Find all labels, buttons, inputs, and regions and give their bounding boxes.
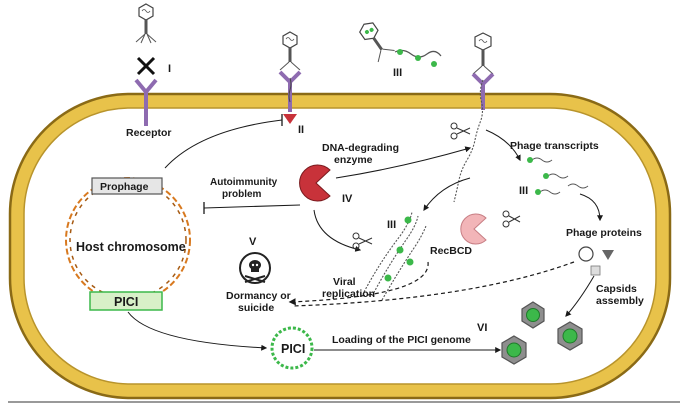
- dormancy-label-2: suicide: [238, 302, 274, 314]
- numeral-iii-right: III: [519, 185, 528, 197]
- protein-triangle-icon: [602, 250, 614, 260]
- arrow-to-replication: [313, 209, 362, 252]
- host-chromosome-label: Host chromosome: [76, 240, 186, 254]
- inhibit-arrow-ii: [164, 119, 283, 169]
- replicating-dna-icon: [363, 211, 427, 301]
- cell-envelope: [8, 92, 672, 400]
- phage-dna-fragment-icon: [394, 49, 442, 67]
- dashed-arrow-proteins-dormancy: [291, 261, 575, 307]
- dashed-arrow-replication-dormancy: [288, 261, 429, 306]
- capsid-icon-3: [557, 321, 583, 351]
- numeral-iv: IV: [342, 193, 353, 205]
- dna-degrading-label-2: enzyme: [334, 154, 373, 166]
- phage-icon-injecting: [472, 32, 494, 75]
- capsid-icon-1: [501, 335, 527, 365]
- dormancy-label-1: Dormancy or: [226, 290, 291, 302]
- capsids-label-1: Capsids: [596, 283, 637, 295]
- autoimmunity-label-1: Autoimmunity: [210, 177, 278, 188]
- skull-icon: [239, 252, 271, 284]
- arrow-transcription: [485, 129, 521, 162]
- phage-proteins-label: Phage proteins: [566, 227, 642, 239]
- protein-circle-icon: [578, 246, 594, 262]
- receptor-icon-iii: [471, 72, 495, 110]
- phage-icon-i: [135, 3, 157, 44]
- viral-replication-label-2: replication: [322, 288, 375, 300]
- prophage-label: Prophage: [100, 181, 149, 193]
- numeral-ii: II: [298, 124, 304, 136]
- scissors-icon-top: [450, 122, 471, 140]
- arrow-assembly: [565, 275, 595, 317]
- viral-replication-label-1: Viral: [333, 276, 356, 288]
- autoimmunity-label-2: problem: [222, 189, 262, 200]
- phage-dna-ii: [288, 77, 292, 103]
- pici-box: [89, 291, 163, 311]
- arrow-translation: [579, 193, 603, 222]
- numeral-iii-mid: III: [387, 219, 396, 231]
- phage-icon-iii-top: [359, 22, 395, 63]
- scissors-icon-left: [352, 232, 373, 250]
- protein-square-icon: [590, 265, 601, 276]
- receptor-icon-ii: [278, 70, 302, 112]
- arrow-pici-excision: [127, 311, 268, 351]
- receptor-label: Receptor: [126, 127, 172, 139]
- numeral-v: V: [249, 236, 257, 248]
- scissors-icon-recbcd: [502, 210, 521, 228]
- numeral-i: I: [168, 63, 171, 75]
- dna-degrading-label-1: DNA-degrading: [322, 142, 399, 154]
- numeral-iii-top: III: [393, 67, 402, 79]
- arrow-to-recbcd: [423, 177, 471, 211]
- recbcd-label: RecBCD: [430, 245, 472, 257]
- numeral-vi: VI: [477, 322, 487, 334]
- transcripts-icon: [527, 157, 589, 195]
- loading-label: Loading of the PICI genome: [332, 334, 471, 346]
- phage-icon-ii: [279, 31, 301, 71]
- receptor-icon: [134, 78, 158, 126]
- dna-degrading-enzyme-icon: [299, 164, 331, 202]
- injected-dna: [453, 79, 484, 203]
- pici-circle-icon: [270, 326, 314, 370]
- prophage-box: [91, 177, 163, 195]
- phage-transcripts-label: Phage transcripts: [510, 140, 599, 152]
- block-x-icon: [136, 56, 156, 76]
- pici-box-label: PICI: [114, 295, 138, 309]
- recbcd-icon: [460, 213, 487, 245]
- block-triangle-icon: [283, 114, 297, 124]
- capsid-icon-2: [521, 301, 545, 329]
- arrow-to-transcripts: [335, 146, 472, 179]
- capsids-label-2: assembly: [596, 295, 644, 307]
- pici-circle-label: PICI: [281, 342, 305, 356]
- autoimmunity-inhibit-line: [203, 204, 301, 209]
